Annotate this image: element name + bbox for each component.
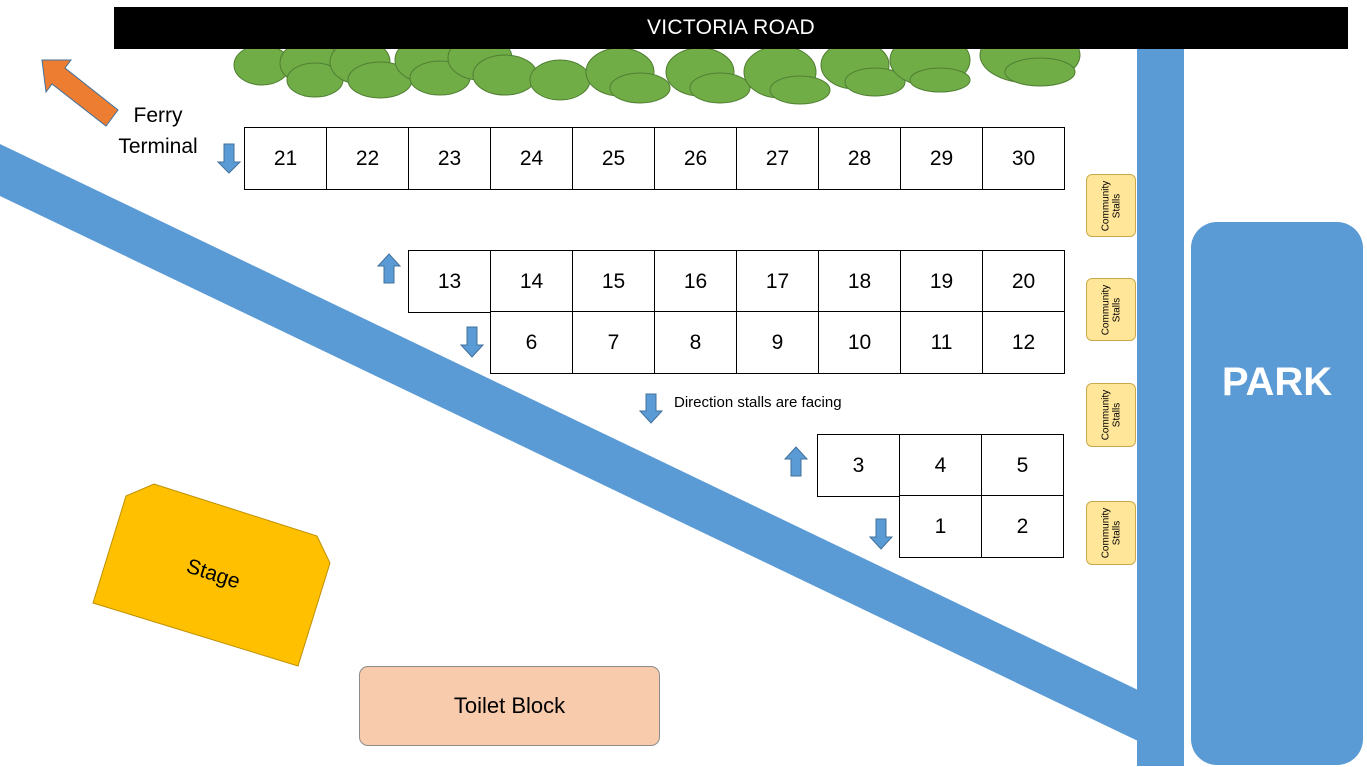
down-arrow-icon <box>638 393 664 424</box>
stall-21[interactable]: 21 <box>244 127 327 190</box>
community-stalls-label: Community Stalls <box>1100 507 1123 559</box>
stall-18[interactable]: 18 <box>818 250 901 313</box>
stall-30[interactable]: 30 <box>982 127 1065 190</box>
stall-11[interactable]: 11 <box>900 311 983 374</box>
stall-25[interactable]: 25 <box>572 127 655 190</box>
stall-23[interactable]: 23 <box>408 127 491 190</box>
stall-27[interactable]: 27 <box>736 127 819 190</box>
stage-shape <box>92 483 331 667</box>
stall-17[interactable]: 17 <box>736 250 819 313</box>
community-stalls[interactable]: Community Stalls <box>1086 174 1136 237</box>
down-arrow-icon <box>868 518 894 550</box>
diagonal-path <box>0 144 1138 741</box>
stall-2[interactable]: 2 <box>981 495 1064 558</box>
community-stalls-label: Community Stalls <box>1100 389 1123 441</box>
stall-7[interactable]: 7 <box>572 311 655 374</box>
stall-20[interactable]: 20 <box>982 250 1065 313</box>
down-arrow-icon <box>216 143 242 174</box>
toilet-block: Toilet Block <box>359 666 660 746</box>
ferry-terminal-label: Ferry Terminal <box>108 100 208 162</box>
stall-4[interactable]: 4 <box>899 434 982 497</box>
stall-5[interactable]: 5 <box>981 434 1064 497</box>
community-stalls-label: Community Stalls <box>1100 180 1123 231</box>
stall-24[interactable]: 24 <box>490 127 573 190</box>
stall-13[interactable]: 13 <box>408 250 491 313</box>
stall-26[interactable]: 26 <box>654 127 737 190</box>
stall-19[interactable]: 19 <box>900 250 983 313</box>
stall-9[interactable]: 9 <box>736 311 819 374</box>
stall-10[interactable]: 10 <box>818 311 901 374</box>
stall-15[interactable]: 15 <box>572 250 655 313</box>
ferry-label-line1: Ferry <box>133 104 183 127</box>
stall-28[interactable]: 28 <box>818 127 901 190</box>
down-arrow-icon <box>459 326 485 358</box>
up-arrow-icon <box>376 253 402 284</box>
stall-29[interactable]: 29 <box>900 127 983 190</box>
park-area: PARK <box>1191 222 1363 765</box>
legend-label: Direction stalls are facing <box>674 394 842 411</box>
ferry-label-line2: Terminal <box>118 135 198 158</box>
community-stalls[interactable]: Community Stalls <box>1086 501 1136 565</box>
up-arrow-icon <box>783 446 809 477</box>
stall-16[interactable]: 16 <box>654 250 737 313</box>
vertical-path <box>1137 49 1184 766</box>
victoria-road: VICTORIA ROAD <box>114 7 1348 49</box>
stall-8[interactable]: 8 <box>654 311 737 374</box>
direction-arrows <box>216 143 894 550</box>
community-stalls-label: Community Stalls <box>1100 284 1123 335</box>
stall-14[interactable]: 14 <box>490 250 573 313</box>
stall-1[interactable]: 1 <box>899 495 982 558</box>
stall-3[interactable]: 3 <box>817 434 900 497</box>
park-label: PARK <box>1221 360 1333 404</box>
stall-12[interactable]: 12 <box>982 311 1065 374</box>
ferry-arrow-icon <box>41 59 119 127</box>
community-stalls[interactable]: Community Stalls <box>1086 383 1136 447</box>
stall-6[interactable]: 6 <box>490 311 573 374</box>
community-stalls[interactable]: Community Stalls <box>1086 278 1136 341</box>
stall-22[interactable]: 22 <box>326 127 409 190</box>
